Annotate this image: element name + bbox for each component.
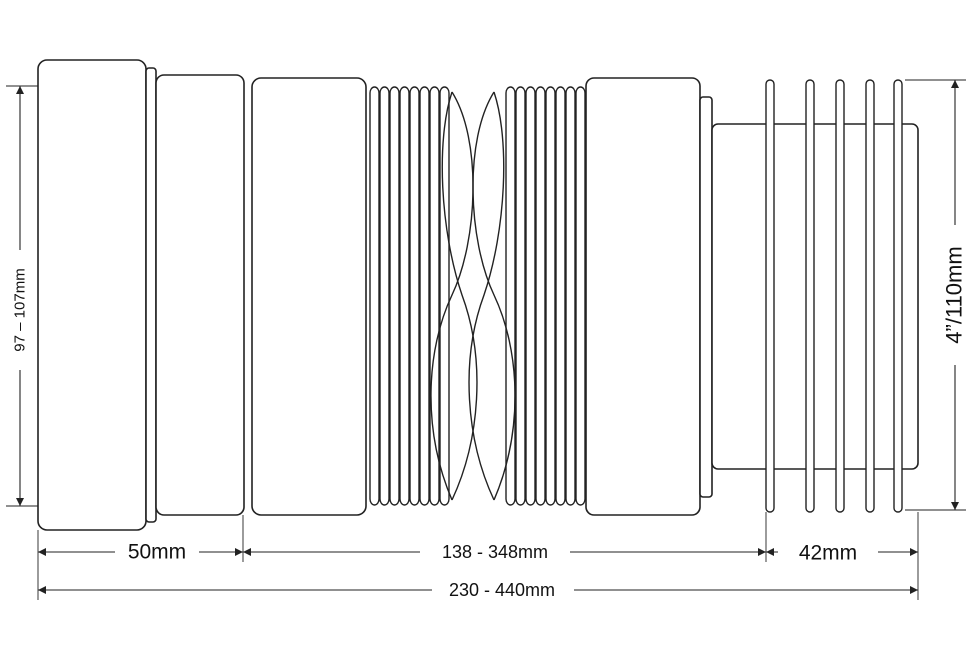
- socket-length-label: 50mm: [128, 541, 186, 564]
- corrugation-rib: [429, 86, 440, 506]
- spigot-tube: [711, 123, 919, 470]
- spigot-length-label: 42mm: [799, 542, 857, 565]
- corrugation-rib: [409, 86, 420, 506]
- inlet-collar: [37, 59, 147, 531]
- inlet-diameter-label: 97 – 107mm: [12, 268, 29, 351]
- corrugation-rib: [535, 86, 546, 506]
- corrugation-rib: [369, 86, 380, 506]
- spigot-fin: [835, 79, 845, 513]
- flexible-length-label: 138 - 348mm: [442, 542, 548, 562]
- outlet-spigot: [711, 79, 919, 513]
- corrugation-rib: [525, 86, 536, 506]
- corrugation-rib: [575, 86, 586, 506]
- inlet-lip: [145, 67, 157, 523]
- coupling-body: [585, 77, 701, 516]
- corrugation-rib: [565, 86, 576, 506]
- outlet-diameter-label: 4”/110mm: [942, 246, 967, 343]
- corrugation-rib: [515, 86, 526, 506]
- extension-lines: [6, 79, 966, 600]
- spigot-fin: [765, 79, 775, 513]
- corrugation-rib: [379, 86, 390, 506]
- total-length-label: 230 - 440mm: [449, 580, 555, 600]
- spigot-fins: [765, 79, 903, 513]
- corrugation-rib: [555, 86, 566, 506]
- outlet-coupling: [585, 77, 713, 516]
- flexible-corrugated-section: [369, 86, 586, 506]
- break-mark: [430, 91, 516, 501]
- corrugation-rib: [545, 86, 556, 506]
- corrugation-rib: [399, 86, 410, 506]
- spigot-fin: [805, 79, 815, 513]
- spigot-fin: [893, 79, 903, 513]
- corrugation-rib: [505, 86, 516, 506]
- corrugation-rib: [439, 86, 450, 506]
- centre-sleeve: [251, 77, 367, 516]
- corrugation-rib: [389, 86, 400, 506]
- corrugation-rib: [419, 86, 430, 506]
- coupling-lip: [699, 96, 713, 498]
- spigot-fin: [865, 79, 875, 513]
- inlet-socket: [37, 59, 245, 531]
- inlet-body: [155, 74, 245, 516]
